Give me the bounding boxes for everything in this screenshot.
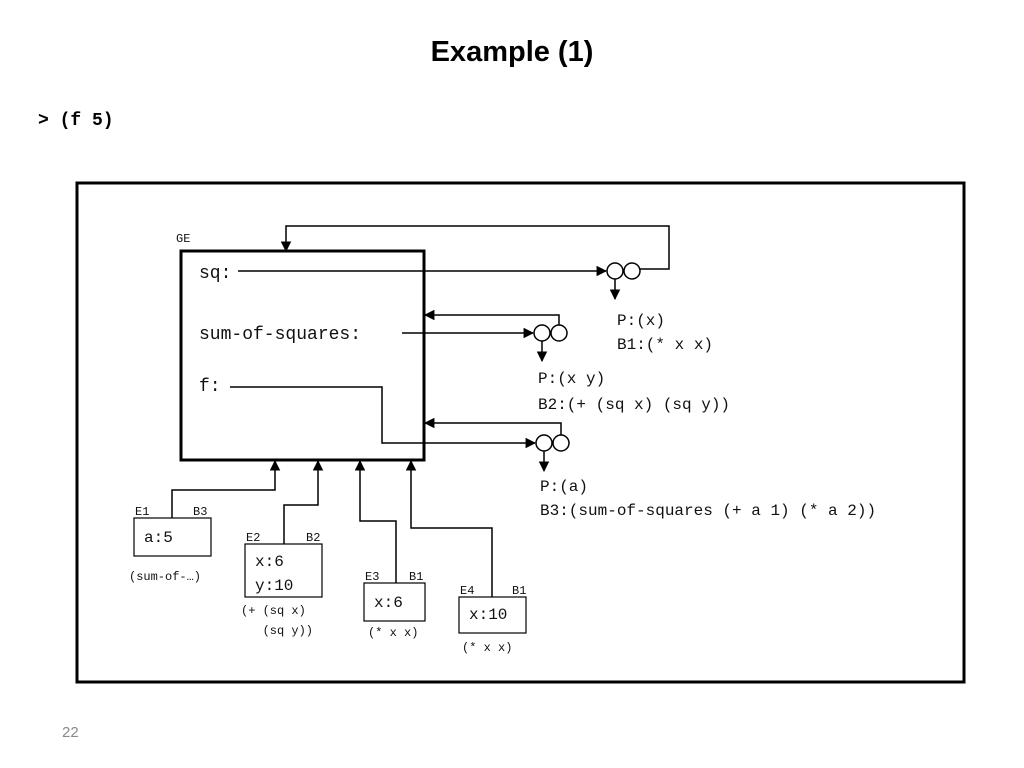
- proc-2-params: P:(x y): [538, 370, 605, 388]
- slide-title: Example (1): [430, 36, 594, 68]
- proc-1-params: P:(x): [617, 312, 665, 330]
- sq-closure-code-pointer: [606, 262, 624, 280]
- proc-2-body: B2:(+ (sq x) (sq y)): [538, 396, 730, 414]
- frame-e2-parent-arrow: [283, 459, 324, 544]
- diagram-frame: [75, 181, 966, 684]
- frame-e2-body-label: B2: [306, 531, 320, 545]
- sum-of-squares-closure-code-pointer: [533, 324, 551, 342]
- f-binding-arrow: [230, 386, 537, 449]
- frame-e2-binding-1: x:6: [255, 553, 284, 571]
- frame-e1-binding: a:5: [144, 529, 173, 547]
- sq-closure-env-arrow: [280, 225, 670, 270]
- f-closure-env-arrow: [423, 417, 562, 435]
- frame-e4-caption: (* x x): [462, 641, 512, 655]
- frame-e1-caption: (sum-of-…): [129, 570, 201, 584]
- frame-e3-binding: x:6: [374, 594, 403, 612]
- frame-e4-env-label: E4: [460, 584, 474, 598]
- repl-prompt: > (f 5): [38, 111, 114, 131]
- frame-e1-env-label: E1: [135, 505, 149, 519]
- sq-closure-env-pointer: [623, 262, 641, 280]
- frame-e3-box: [363, 582, 426, 622]
- binding-sum-of-squares: sum-of-squares:: [199, 325, 361, 345]
- frame-e3-parent-arrow: [354, 459, 397, 583]
- frame-e3-env-label: E3: [365, 570, 379, 584]
- proc-3-body: B3:(sum-of-squares (+ a 1) (* a 2)): [540, 502, 876, 520]
- f-closure-env-pointer: [552, 434, 570, 452]
- frame-e3-caption: (* x x): [368, 626, 418, 640]
- binding-sq: sq:: [199, 264, 231, 284]
- sum-of-squares-closure-env-pointer: [550, 324, 568, 342]
- global-env-label: GE: [176, 232, 190, 246]
- binding-f: f:: [199, 377, 221, 397]
- frame-e2-caption-1: (+ (sq x): [241, 604, 306, 618]
- proc-3-params: P:(a): [540, 478, 588, 496]
- sum-of-squares-closure-env-arrow: [423, 309, 560, 325]
- frame-e4-parent-arrow: [405, 459, 493, 597]
- frame-e2-binding-2: y:10: [255, 577, 293, 595]
- proc-1-body: B1:(* x x): [617, 336, 713, 354]
- frame-e1-body-label: B3: [193, 505, 207, 519]
- frame-e3-body-label: B1: [409, 570, 423, 584]
- frame-e2-caption-2: (sq y)): [241, 624, 313, 638]
- slide-number: 22: [62, 724, 79, 741]
- global-env-box: [179, 249, 426, 462]
- frame-e2-env-label: E2: [246, 531, 260, 545]
- f-closure-code-pointer: [535, 434, 553, 452]
- frame-e1-parent-arrow: [171, 459, 281, 518]
- frame-e4-binding: x:10: [469, 606, 507, 624]
- frame-e4-body-label: B1: [512, 584, 526, 598]
